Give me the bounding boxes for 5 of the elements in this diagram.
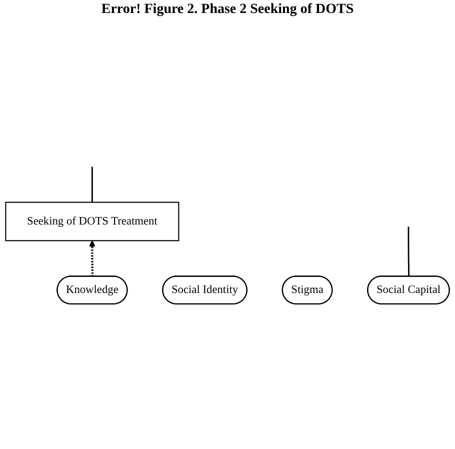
connector bbox=[408, 226, 410, 277]
node-box: Seeking of DOTS Treatment bbox=[5, 202, 180, 242]
connector bbox=[91, 166, 93, 202]
arrow bbox=[89, 240, 96, 277]
figure-title: Error! Figure 2. Phase 2 Seeking of DOTS bbox=[100, 2, 355, 18]
